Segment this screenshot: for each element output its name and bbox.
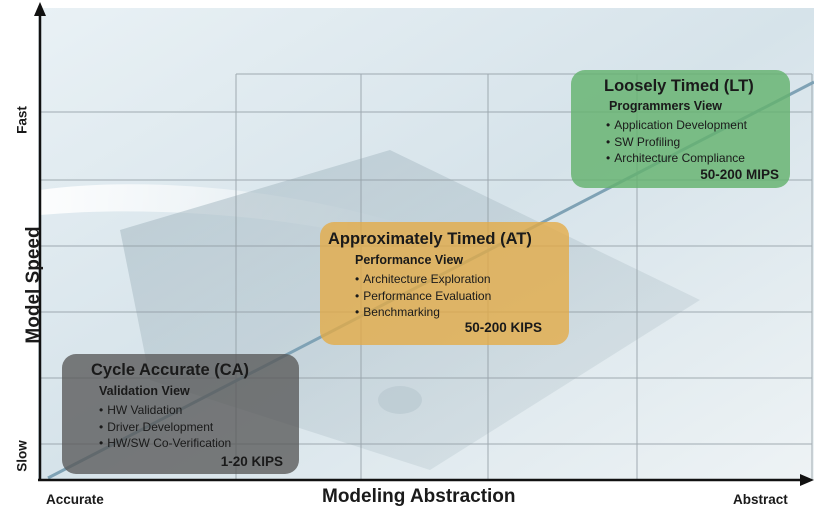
list-item: Architecture Compliance [606, 150, 747, 167]
at-rate: 50-200 KIPS [464, 320, 542, 335]
loosely-timed-box: Loosely Timed (LT) Programmers View Appl… [571, 70, 790, 188]
list-item: SW Profiling [606, 134, 747, 151]
at-list: Architecture Exploration Performance Eva… [355, 271, 491, 321]
x-axis-right-label: Abstract [733, 492, 788, 507]
y-axis-title: Model Speed [23, 226, 44, 344]
lt-rate: 50-200 MIPS [700, 167, 779, 182]
y-axis-top-label: Fast [14, 106, 30, 134]
cycle-accurate-box: Cycle Accurate (CA) Validation View HW V… [62, 354, 299, 474]
list-item: HW Validation [99, 402, 231, 419]
light-streak [40, 184, 420, 250]
lt-list: Application Development SW Profiling Arc… [606, 117, 747, 167]
x-axis-arrowhead [800, 474, 814, 486]
y-axis-bottom-label: Slow [14, 440, 30, 472]
axes [34, 2, 814, 486]
chip-pin-hole [378, 386, 422, 414]
lt-view: Programmers View [609, 99, 723, 113]
x-axis-title: Modeling Abstraction [322, 486, 516, 507]
y-axis-arrowhead [34, 2, 46, 16]
list-item: Application Development [606, 117, 747, 134]
list-item: Performance Evaluation [355, 288, 491, 305]
ca-title: Cycle Accurate (CA) [91, 361, 250, 379]
ca-rate: 1-20 KIPS [220, 454, 283, 469]
ca-list: HW Validation Driver Development HW/SW C… [99, 402, 231, 452]
lt-title: Loosely Timed (LT) [604, 77, 754, 95]
list-item: Architecture Exploration [355, 271, 491, 288]
list-item: HW/SW Co-Verification [99, 435, 231, 452]
list-item: Benchmarking [355, 304, 491, 321]
ca-view: Validation View [99, 384, 190, 398]
at-title: Approximately Timed (AT) [328, 230, 532, 248]
at-view: Performance View [355, 253, 464, 267]
list-item: Driver Development [99, 419, 231, 436]
approximately-timed-box: Approximately Timed (AT) Performance Vie… [320, 222, 569, 345]
x-axis-left-label: Accurate [46, 492, 104, 507]
